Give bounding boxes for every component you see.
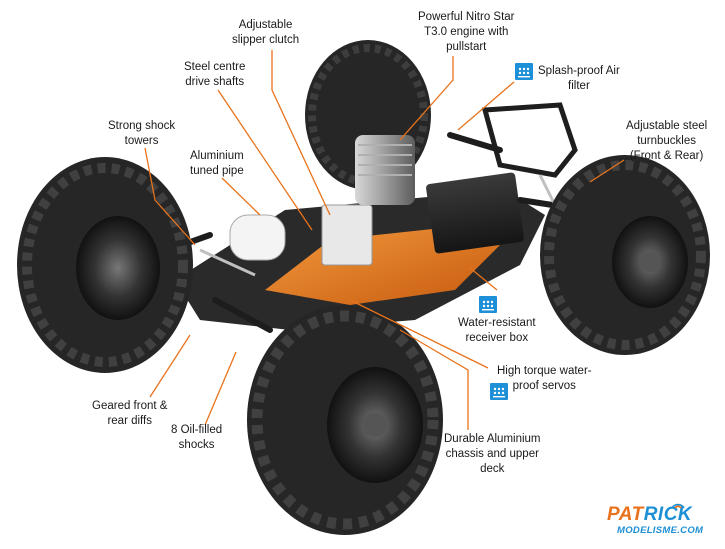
callout-slipper-clutch: Adjustable slipper clutch: [232, 19, 300, 46]
callout-shock-towers: Strong shock towers: [108, 120, 176, 147]
callout-diffs: Geared front & rear diffs: [92, 400, 168, 427]
chassis-frame: [137, 102, 588, 333]
callout-nitro-engine: Powerful Nitro Star T3.0 engine with pul…: [418, 11, 515, 53]
waterproof-badge-icon: [479, 296, 497, 313]
front-right-wheel: [247, 305, 443, 535]
front-left-wheel: [17, 157, 193, 373]
callout-tuned-pipe: Aluminium tuned pipe: [190, 150, 244, 177]
callout-shocks: 8 Oil-filled shocks: [171, 424, 223, 451]
patrick-modelisme-logo: PATRICK MODELISME.COM: [607, 498, 719, 540]
callout-turnbuckles: Adjustable steel turnbuckles (Front & Re…: [626, 120, 708, 162]
callout-servos: High torque water- proof servos: [497, 365, 592, 392]
callout-air-filter: Splash-proof Air filter: [538, 65, 620, 92]
callout-drive-shafts: Steel centre drive shafts: [184, 61, 246, 88]
callout-chassis: Durable Aluminium chassis and upper deck: [444, 433, 541, 475]
patrick-logo-signal-icon: [671, 503, 685, 509]
callout-receiver-box: Water-resistant receiver box: [458, 317, 536, 344]
logo-wordmark: PATRICK: [607, 504, 693, 525]
leader-lines: [144, 50, 625, 430]
rear-right-wheel: [540, 155, 710, 355]
logo-site: MODELISME.COM: [617, 525, 704, 536]
waterproof-badge-icon: [490, 383, 508, 400]
waterproof-badge-icon: [515, 63, 533, 80]
